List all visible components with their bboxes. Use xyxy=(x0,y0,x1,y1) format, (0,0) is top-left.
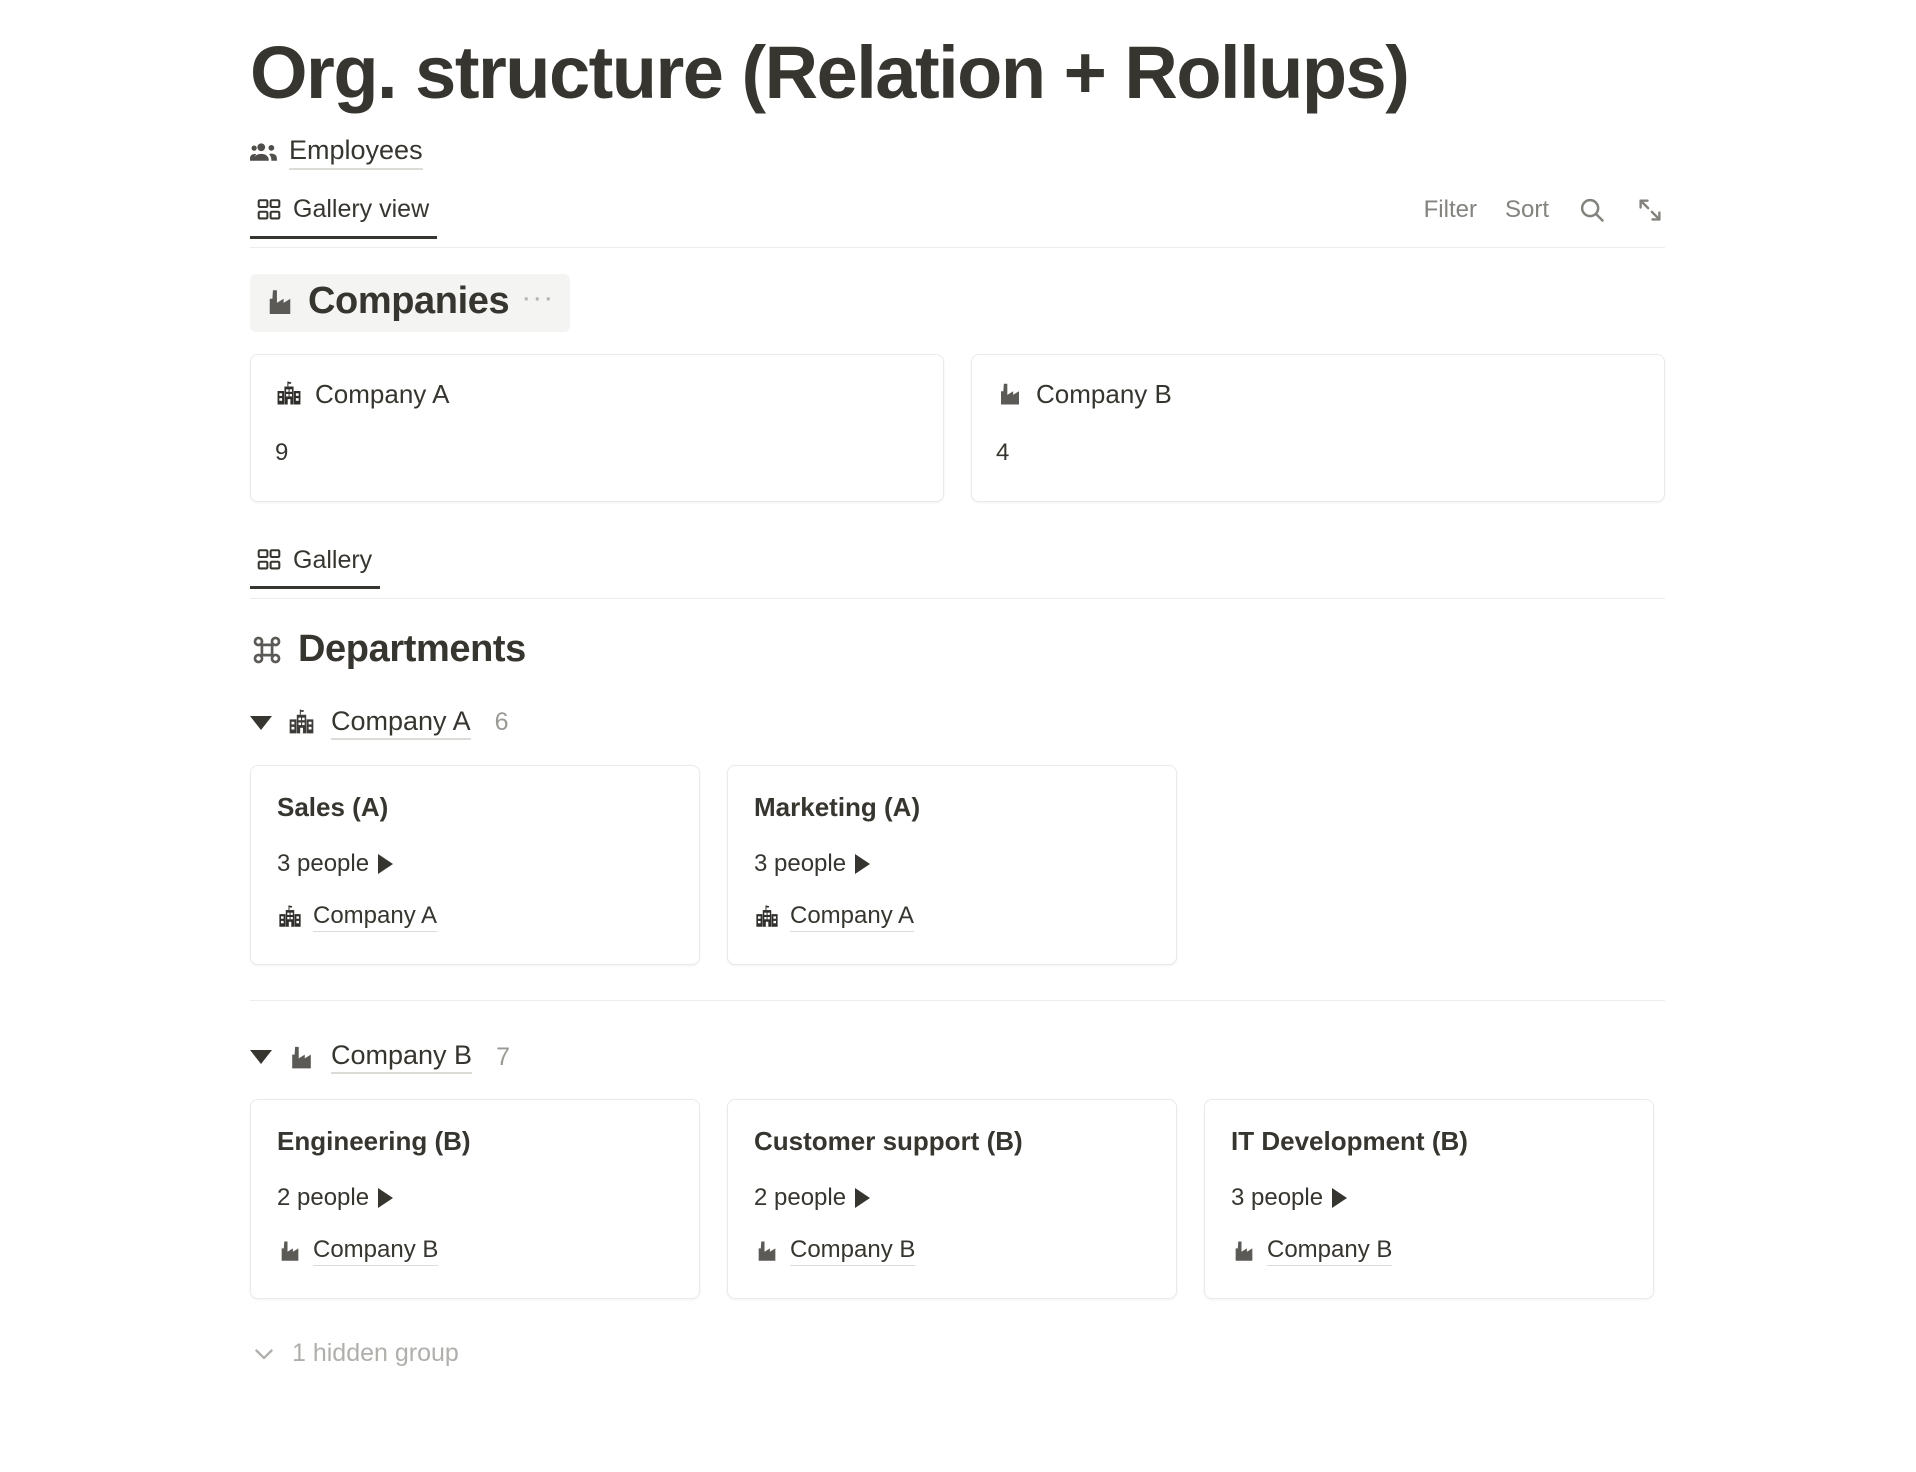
people-group-icon xyxy=(250,137,280,167)
collapse-triangle-icon[interactable] xyxy=(250,1050,272,1065)
collapse-triangle-icon[interactable] xyxy=(250,715,272,730)
factory-icon xyxy=(264,286,296,318)
department-card-people[interactable]: 3 people xyxy=(277,850,673,878)
department-card[interactable]: Sales (A) 3 people xyxy=(250,764,700,965)
view-toolbar: Gallery view Filter Sort xyxy=(250,195,1665,249)
school-building-icon xyxy=(277,904,303,930)
sort-button[interactable]: Sort xyxy=(1504,196,1549,224)
hidden-group-toggle[interactable]: 1 hidden group xyxy=(250,1339,1665,1368)
group-divider xyxy=(250,999,1665,1002)
factory-icon xyxy=(277,1238,303,1264)
group-count: 7 xyxy=(496,1042,510,1071)
departments-db-heading[interactable]: Departments xyxy=(250,627,1665,671)
department-card-relation-label[interactable]: Company B xyxy=(1267,1236,1393,1267)
departments-view-toolbar: Gallery xyxy=(250,546,1665,599)
factory-icon xyxy=(287,1043,316,1072)
companies-db-heading[interactable]: Companies ··· xyxy=(250,274,571,332)
company-card-value: 4 xyxy=(996,438,1010,466)
company-card-name: Company A xyxy=(315,378,450,409)
departments-cards-row-a: Sales (A) 3 people xyxy=(250,764,1665,965)
breadcrumb-label[interactable]: Employees xyxy=(289,134,423,170)
tab-gallery-view[interactable]: Gallery view xyxy=(250,195,438,239)
filter-button[interactable]: Filter xyxy=(1423,196,1477,224)
expand-triangle-icon[interactable] xyxy=(378,853,394,874)
group-header-company-a[interactable]: Company A 6 xyxy=(250,703,1665,743)
companies-db-menu-icon[interactable]: ··· xyxy=(521,280,555,314)
department-card-title: Sales (A) xyxy=(277,791,389,822)
company-card-name: Company B xyxy=(1036,378,1172,409)
view-tabs: Gallery view xyxy=(250,195,438,239)
page-content: Org. structure (Relation + Rollups) Empl… xyxy=(250,0,1665,1368)
department-card-people-label: 3 people xyxy=(754,849,847,877)
department-card-relation[interactable]: Company B xyxy=(277,1236,673,1267)
school-building-icon xyxy=(754,904,780,930)
company-card[interactable]: Company B 4 xyxy=(971,353,1665,502)
company-card-value: 9 xyxy=(275,438,289,466)
school-building-icon xyxy=(275,380,303,408)
company-card-header: Company A xyxy=(275,379,919,410)
department-card-people[interactable]: 2 people xyxy=(754,1184,1150,1212)
expand-triangle-icon[interactable] xyxy=(1332,1188,1348,1209)
department-card-people[interactable]: 2 people xyxy=(277,1184,673,1212)
search-icon[interactable] xyxy=(1577,195,1607,225)
department-card-title: Marketing (A) xyxy=(754,791,921,822)
department-card-relation-label[interactable]: Company A xyxy=(313,902,438,932)
departments-cards-row-b: Engineering (B) 2 people Company B Custo… xyxy=(250,1099,1665,1300)
company-card[interactable]: Company A 9 xyxy=(250,353,944,502)
department-card-relation[interactable]: Company A xyxy=(277,902,673,932)
department-card-relation[interactable]: Company B xyxy=(754,1236,1150,1267)
group-name[interactable]: Company B xyxy=(331,1040,473,1075)
factory-icon xyxy=(754,1238,780,1264)
expand-triangle-icon[interactable] xyxy=(855,853,871,874)
department-card-people-label: 3 people xyxy=(277,849,370,877)
hidden-group-label: 1 hidden group xyxy=(292,1339,459,1368)
department-card-people[interactable]: 3 people xyxy=(1231,1184,1627,1212)
gallery-grid-icon xyxy=(256,197,282,223)
school-building-icon xyxy=(287,708,316,737)
department-card[interactable]: Engineering (B) 2 people Company B xyxy=(250,1099,700,1300)
department-card-people[interactable]: 3 people xyxy=(754,850,1150,878)
department-card-title: IT Development (B) xyxy=(1231,1126,1468,1157)
department-card[interactable]: Marketing (A) 3 people xyxy=(727,764,1177,965)
department-card-people-label: 2 people xyxy=(754,1184,847,1212)
gallery-grid-icon xyxy=(256,547,282,573)
departments-db-title: Departments xyxy=(298,627,526,670)
group-header-company-b[interactable]: Company B 7 xyxy=(250,1037,1665,1077)
department-card-relation[interactable]: Company A xyxy=(754,902,1150,932)
department-card-people-label: 2 people xyxy=(277,1184,370,1212)
tab-gallery-view-label: Gallery view xyxy=(293,195,430,224)
tab-gallery[interactable]: Gallery xyxy=(250,545,381,590)
expand-triangle-icon[interactable] xyxy=(378,1188,394,1209)
page-title: Org. structure (Relation + Rollups) xyxy=(250,31,1410,114)
companies-cards-row: Company A 9 Company B 4 xyxy=(250,353,1665,502)
department-card-title: Customer support (B) xyxy=(754,1126,1023,1157)
department-card[interactable]: IT Development (B) 3 people Company B xyxy=(1204,1099,1654,1300)
department-card-title: Engineering (B) xyxy=(277,1126,471,1157)
expand-diagonal-icon[interactable] xyxy=(1635,195,1665,225)
group-name[interactable]: Company A xyxy=(331,706,471,740)
department-card-relation-label[interactable]: Company B xyxy=(313,1236,439,1267)
department-card-relation[interactable]: Company B xyxy=(1231,1236,1627,1267)
department-card-relation-label[interactable]: Company B xyxy=(790,1236,916,1267)
department-card[interactable]: Customer support (B) 2 people Company B xyxy=(727,1099,1177,1300)
command-icon xyxy=(250,633,284,667)
factory-icon xyxy=(1231,1238,1257,1264)
group-count: 6 xyxy=(494,708,509,737)
tab-gallery-label: Gallery xyxy=(293,545,373,574)
department-card-people-label: 3 people xyxy=(1231,1184,1324,1212)
chevron-down-icon[interactable] xyxy=(250,1340,278,1368)
departments-view-tabs: Gallery xyxy=(250,545,381,590)
toolbar-actions: Filter Sort xyxy=(1424,195,1665,235)
department-card-relation-label[interactable]: Company A xyxy=(790,902,915,932)
factory-icon xyxy=(996,380,1024,408)
company-card-header: Company B xyxy=(996,379,1640,410)
expand-triangle-icon[interactable] xyxy=(855,1188,871,1209)
companies-db-title: Companies xyxy=(308,280,510,323)
breadcrumb[interactable]: Employees xyxy=(250,134,1665,170)
